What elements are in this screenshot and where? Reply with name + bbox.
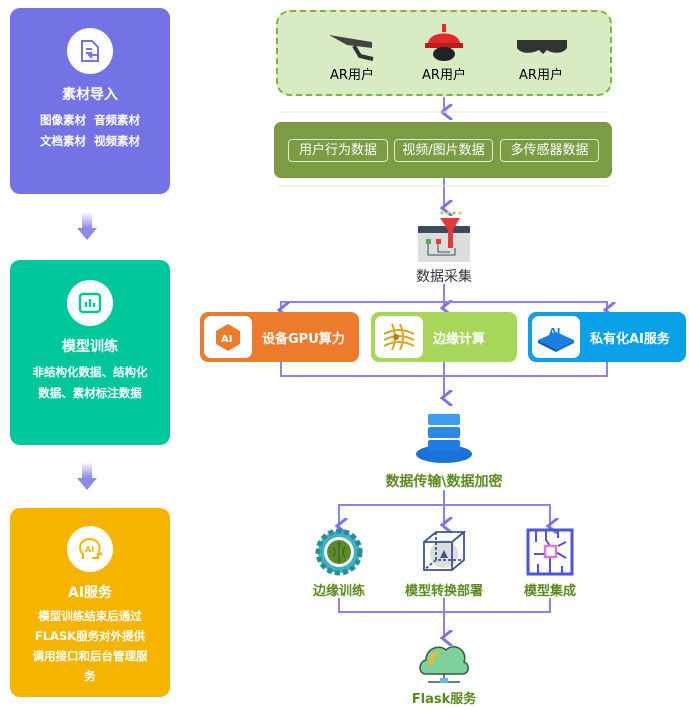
module-label: 边缘计算 xyxy=(433,331,486,347)
ai-platform-icon: AI xyxy=(532,316,580,358)
card-title: AI服务 xyxy=(67,585,113,601)
card-material-import: 素材导入 图像素材 音频素材文档素材 视频素材 xyxy=(10,8,170,194)
card-desc: 模型训练结束后通过 xyxy=(38,609,142,623)
ar-glasses-icon xyxy=(329,35,374,61)
card-desc: 数据、素材标注数据 xyxy=(38,386,142,400)
data-transfer-label: 数据传输\数据加密 xyxy=(385,474,503,490)
ar-user-label: AR用户 xyxy=(519,68,563,83)
brain-gear-icon xyxy=(315,528,363,576)
card-model-training: 模型训练 非结构化数据、结构化数据、素材标注数据 xyxy=(10,260,170,445)
stage-label: 边缘训练 xyxy=(312,584,366,599)
stage-label: 模型集成 xyxy=(523,584,577,599)
svg-text:AI: AI xyxy=(85,545,94,554)
svg-text:AI: AI xyxy=(549,327,560,338)
file-import-icon xyxy=(67,28,113,74)
cube-model-icon xyxy=(423,531,467,571)
card-desc: 图像素材 音频素材 xyxy=(39,113,140,127)
card-desc: 调用接口和后台管理服 xyxy=(32,649,148,663)
card-title: 模型训练 xyxy=(62,339,118,355)
server-database-icon xyxy=(416,414,472,463)
module-edge-compute: 边缘计算 xyxy=(371,312,517,362)
ai-chip-icon: AI xyxy=(204,316,252,358)
module-private-ai: AI 私有化AI服务 xyxy=(528,312,686,362)
circuit-board-icon xyxy=(526,528,574,576)
card-desc: 非结构化数据、结构化 xyxy=(32,365,148,379)
flask-service-label: Flask服务 xyxy=(411,692,477,707)
bar-chart-icon xyxy=(67,280,113,326)
data-types-panel xyxy=(274,122,612,178)
data-type-pill: 多传感器数据 xyxy=(500,139,599,162)
down-arrow-icon xyxy=(77,212,97,240)
card-desc: 文档素材 视频素材 xyxy=(39,134,140,148)
card-desc: 务 xyxy=(84,669,96,683)
edge-network-icon xyxy=(375,316,423,358)
down-arrow-icon xyxy=(77,462,97,490)
cloud-server-icon xyxy=(419,646,469,683)
module-label: 设备GPU算力 xyxy=(262,331,345,347)
ai-head-icon: AI xyxy=(67,526,113,572)
ar-goggles-icon xyxy=(517,40,567,54)
module-label: 私有化AI服务 xyxy=(590,331,670,347)
ar-helmet-icon xyxy=(425,24,463,61)
data-collect-label: 数据采集 xyxy=(416,269,472,285)
card-ai-service: AI AI服务 模型训练结束后通过 FLASK服务对外提供调用接口和后台管理服务 xyxy=(10,508,170,697)
data-type-pill: 视频/图片数据 xyxy=(394,139,493,162)
module-gpu: AI 设备GPU算力 xyxy=(200,312,359,362)
stage-label: 模型转换部署 xyxy=(404,584,484,599)
card-desc: FLASK服务对外提供 xyxy=(34,629,146,643)
svg-text:AI: AI xyxy=(221,334,232,345)
card-title: 素材导入 xyxy=(62,87,118,103)
data-funnel-icon xyxy=(418,211,470,262)
ar-user-label: AR用户 xyxy=(422,68,466,83)
data-type-pill: 用户行为数据 xyxy=(288,139,388,162)
ar-user-label: AR用户 xyxy=(330,68,374,83)
